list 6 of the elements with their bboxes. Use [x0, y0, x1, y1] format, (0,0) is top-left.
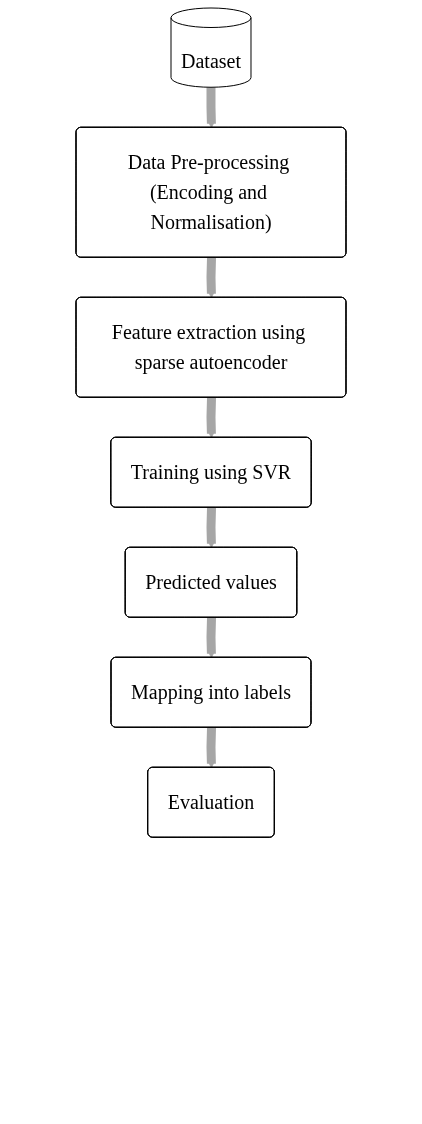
arrow [206, 397, 216, 439]
arrow [206, 257, 216, 299]
arrow [206, 727, 216, 769]
arrow [206, 507, 216, 549]
arrow [206, 617, 216, 659]
arrow [206, 87, 216, 129]
